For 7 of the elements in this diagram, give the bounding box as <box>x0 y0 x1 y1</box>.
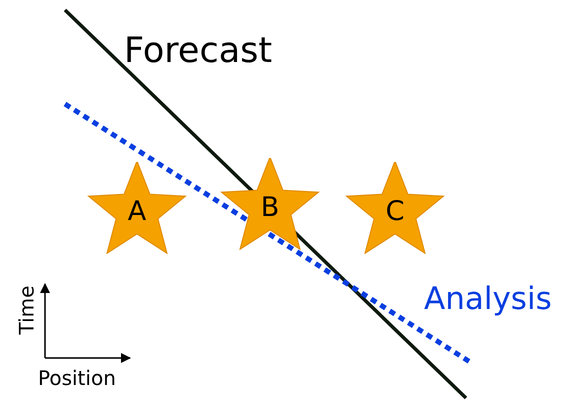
line-label: Forecast <box>124 34 272 69</box>
line-label: Analysis <box>424 284 552 315</box>
star-label: A <box>128 198 146 225</box>
axis-label: Time <box>16 286 36 334</box>
axis-label: Position <box>38 368 116 388</box>
star-label: B <box>260 194 280 221</box>
star-label: C <box>386 198 404 225</box>
